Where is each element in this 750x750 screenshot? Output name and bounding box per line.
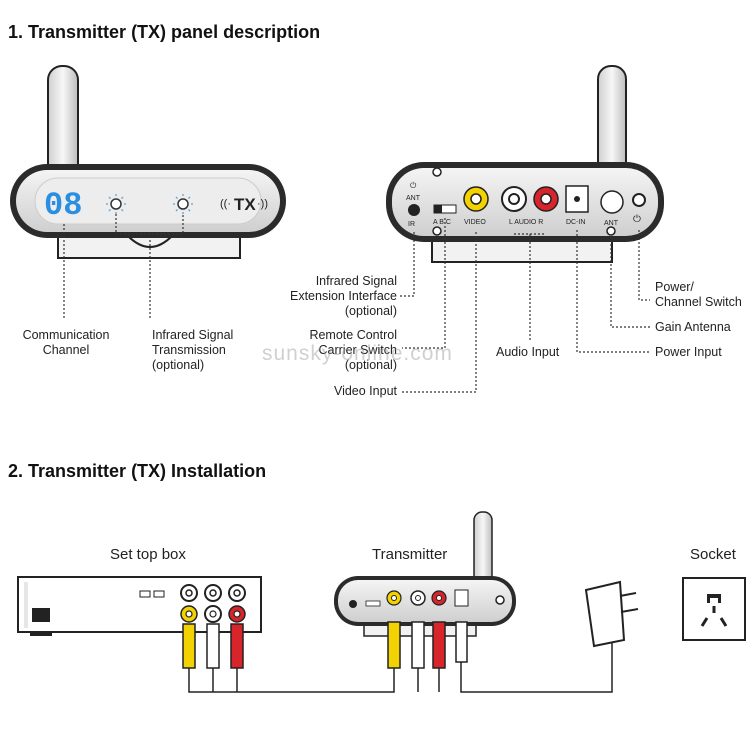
set-top-box (17, 576, 262, 669)
section-1-number: 1 (8, 22, 19, 42)
port-label-dc-in: DC-IN (566, 219, 585, 226)
rear-transmitter: ⏻ ANT IR A B C VIDEO L AUDIO R DC-IN ANT… (386, 65, 664, 393)
label-communication-channel: Communication Channel (22, 328, 110, 357)
audio-right-plug-stb (230, 623, 244, 669)
port-label-ant-right: ANT (604, 220, 619, 227)
signal-waves-right-icon: ·)) (257, 198, 268, 210)
power-button (632, 193, 646, 207)
video-plug-tx (387, 621, 401, 669)
port-label-audio: L AUDIO R (509, 219, 543, 226)
power-symbol-icon: ⏻ (410, 181, 417, 190)
section-2-title: Transmitter (TX) Installation (28, 461, 267, 481)
tx-logo: TX (234, 195, 256, 214)
section-2-heading: 2. Transmitter (TX) Installation (8, 461, 267, 481)
screw-icon (432, 167, 442, 177)
caption-transmitter: Transmitter (372, 546, 448, 563)
port-label-video: VIDEO (464, 219, 486, 226)
wall-socket (682, 577, 746, 641)
audio-left-plug-tx (411, 621, 425, 669)
port-label-ir: IR (408, 221, 415, 228)
antenna-socket (600, 190, 624, 214)
installation-transmitter (334, 511, 516, 669)
label-infrared-transmission: Infrared Signal Transmission (optional) (152, 328, 234, 372)
audio-right-plug-tx (432, 621, 446, 669)
caption-socket: Socket (690, 546, 736, 563)
av-cables (188, 642, 613, 693)
label-remote-carrier: Remote Control Carrier Switch (optional) (309, 328, 397, 372)
caption-set-top-box: Set top box (110, 546, 186, 563)
label-ir-extension: Infrared Signal Extension Interface (opt… (289, 274, 397, 318)
dc-plug-tx (455, 621, 468, 663)
port-label-abc: A B C (433, 219, 451, 226)
port-label-ant: ANT (406, 195, 421, 202)
signal-waves-left-icon: ((· (220, 198, 231, 210)
front-transmitter: 08 ((· TX ·)) (10, 65, 286, 320)
watermark: sunsky-online.com (262, 342, 453, 365)
label-audio-input: Audio Input (496, 345, 560, 359)
section-1-title: Transmitter (TX) panel description (28, 22, 321, 42)
audio-left-plug-stb (206, 623, 220, 669)
label-gain-antenna: Gain Antenna (655, 320, 731, 334)
power-adapter (584, 580, 639, 648)
section-2-number: 2 (8, 461, 19, 481)
ir-emitter-left-icon (106, 194, 126, 214)
channel-display: 08 (44, 187, 82, 224)
screw-icon (432, 226, 442, 236)
ir-emitter-right-icon (173, 194, 193, 214)
set-top-box-display (32, 608, 50, 622)
label-video-input: Video Input (333, 384, 397, 398)
set-top-box-body (17, 576, 262, 633)
ir-jack (408, 204, 420, 216)
video-plug-stb (182, 623, 196, 669)
label-power-input: Power Input (655, 345, 722, 359)
section-1-heading: 1. Transmitter (TX) panel description (8, 22, 321, 42)
screw-icon (606, 226, 616, 236)
label-power-switch: Power/ Channel Switch (655, 280, 742, 309)
power-symbol-icon: ⏻ (633, 214, 641, 225)
